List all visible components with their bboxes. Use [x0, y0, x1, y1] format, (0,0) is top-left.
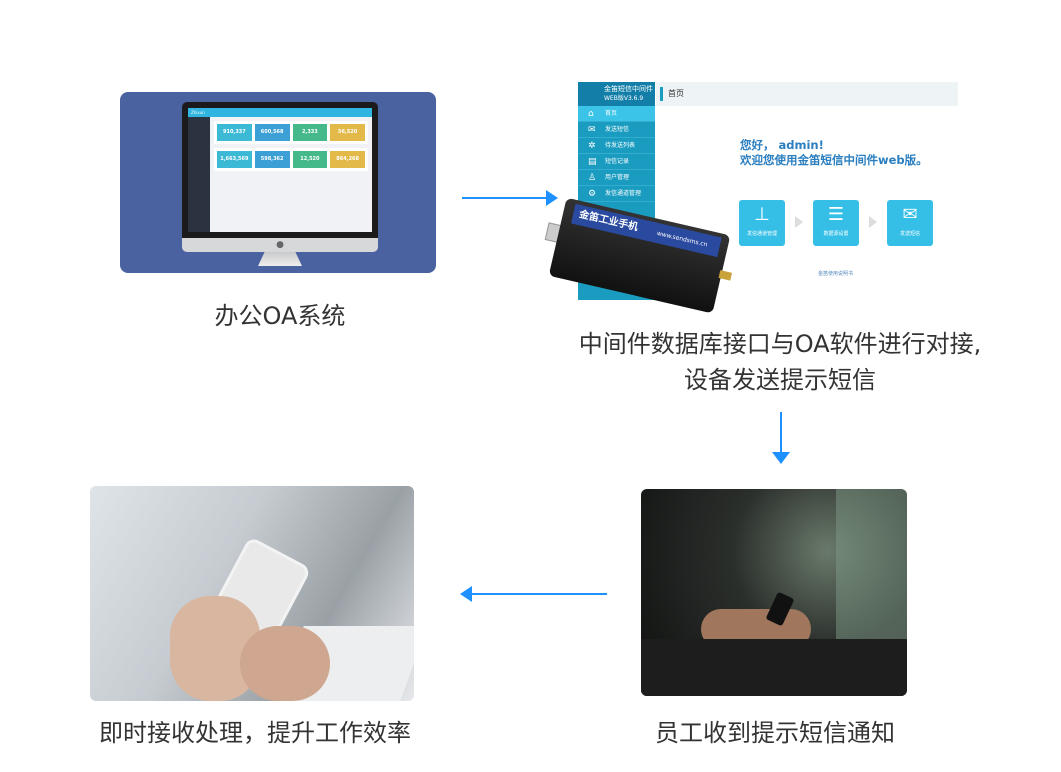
imac-monitor: Zhixun 910,337 600,568 2,333 56,520 1,66… [182, 102, 378, 238]
footer-link[interactable]: 金笛使用说明书 [818, 271, 854, 277]
app-version: WEB版V3.6.9 [604, 95, 644, 102]
loading-icon: ✲ [588, 141, 596, 151]
caption-employee: 员工收到提示短信通知 [655, 719, 895, 747]
mail-icon: ✉ [588, 125, 596, 135]
user-icon: ♙ [588, 173, 597, 183]
database-icon: ☰ [827, 204, 845, 225]
oa-system-illustration: Zhixun 910,337 600,568 2,333 56,520 1,66… [120, 92, 436, 273]
middleware-screenshot: 金笛短信中间件 WEB版V3.6.9 ⌂ 首页 ✉ 发送短信 ✲ 待发送列表 ▤ 短信记… [578, 82, 958, 300]
tile-channel-management[interactable]: ⊥ 发信通道管理 [739, 200, 785, 246]
caption-handling: 即时接收处理，提升工作效率 [99, 719, 411, 747]
oa-screen: Zhixun 910,337 600,568 2,333 56,520 1,66… [188, 108, 372, 232]
oa-topbar: Zhixun [188, 108, 372, 117]
handling-phone-photo [90, 486, 414, 701]
tile-label: 发送短信 [899, 231, 920, 237]
step-arrow-icon [869, 216, 877, 228]
menu-label: 发信通道管理 [605, 190, 642, 197]
greeting-line: 您好， admin! [740, 138, 824, 152]
channel-icon: ⚙ [588, 189, 597, 199]
step-arrow-icon [795, 216, 803, 228]
menu-item-users[interactable]: ♙ 用户管理 [578, 170, 655, 186]
caption-line: 设备发送提示短信 [684, 366, 876, 394]
tile-send-sms[interactable]: ✉ 发送短信 [887, 200, 933, 246]
employee-phone-photo [641, 489, 907, 696]
middleware-sidebar: 金笛短信中间件 WEB版V3.6.9 ⌂ 首页 ✉ 发送短信 ✲ 待发送列表 ▤ 短信记… [578, 82, 655, 300]
arrow-left [460, 586, 607, 602]
stat-card: 56,520 [330, 124, 365, 141]
monitor-background [836, 489, 907, 639]
menu-label: 发送短信 [605, 126, 630, 133]
breadcrumb: 首页 [656, 82, 958, 106]
menu-label: 短信记录 [605, 158, 630, 165]
tile-label: 发信通道管理 [746, 231, 777, 237]
router-icon: ⊥ [754, 204, 770, 225]
antenna-connector [718, 270, 733, 281]
arrow-down [772, 412, 790, 464]
list-icon: ▤ [588, 157, 597, 167]
tile-label: 数据源设置 [823, 231, 849, 237]
home-icon: ⌂ [588, 109, 594, 119]
menu-item-channels[interactable]: ⚙ 发信通道管理 [578, 186, 655, 202]
mail-icon: ✉ [902, 204, 918, 225]
stat-card: 910,337 [217, 124, 252, 141]
menu-label: 用户管理 [605, 174, 630, 181]
menu-item-home[interactable]: ⌂ 首页 [578, 106, 655, 122]
middleware-logo: 金笛短信中间件 WEB版V3.6.9 [578, 82, 655, 106]
welcome-message: 您好， admin! 欢迎您使用金笛短信中间件web版。 [740, 138, 928, 168]
stat-card: 12,520 [292, 151, 328, 168]
caption-oa: 办公OA系统 [214, 302, 346, 330]
arrow-right [462, 190, 558, 206]
menu-item-records[interactable]: ▤ 短信记录 [578, 154, 655, 170]
desk [641, 639, 907, 696]
apple-logo-icon: ● [182, 238, 378, 252]
stat-card: 864,268 [330, 151, 365, 168]
menu-item-send-sms[interactable]: ✉ 发送短信 [578, 122, 655, 138]
stat-card: 1,663,569 [217, 151, 252, 168]
stat-card: 598,362 [254, 151, 290, 168]
oa-sidebar [188, 117, 210, 232]
stat-card: 2,333 [292, 124, 328, 141]
tile-datasource[interactable]: ☰ 数据源设置 [813, 200, 859, 246]
oa-card-row: 910,337 600,568 2,333 56,520 [214, 121, 368, 144]
menu-item-pending[interactable]: ✲ 待发送列表 [578, 138, 655, 154]
caption-line: 中间件数据库接口与OA软件进行对接, [578, 330, 982, 358]
caption-middleware: 中间件数据库接口与OA软件进行对接, 设备发送提示短信 [540, 326, 1020, 398]
hand [240, 626, 330, 701]
menu-label: 待发送列表 [605, 142, 636, 149]
monitor-stand [258, 252, 302, 266]
stat-card: 600,568 [254, 124, 290, 141]
oa-card-row: 1,663,569 598,362 12,520 864,268 [214, 148, 368, 171]
greeting-line: 欢迎您使用金笛短信中间件web版。 [740, 153, 928, 167]
app-name: 金笛短信中间件 [604, 85, 653, 93]
menu-label: 首页 [605, 110, 618, 117]
